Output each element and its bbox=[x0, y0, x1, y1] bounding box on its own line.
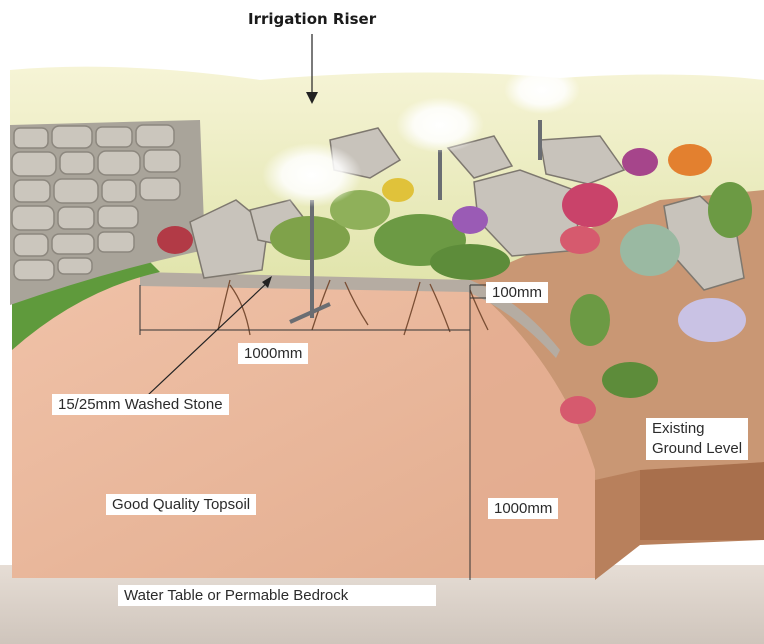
existing-ground-line1: Existing bbox=[652, 419, 742, 439]
washed-stone-label: 15/25mm Washed Stone bbox=[52, 394, 229, 415]
topsoil-label: Good Quality Topsoil bbox=[106, 494, 256, 515]
spray-plume bbox=[262, 143, 362, 207]
existing-ground-label: Existing Ground Level bbox=[646, 418, 748, 460]
water-table-label: Water Table or Permable Bedrock bbox=[118, 585, 436, 606]
depth-1000mm-label: 1000mm bbox=[488, 498, 558, 519]
existing-ground-line2: Ground Level bbox=[652, 439, 742, 459]
depth-top-label: 100mm bbox=[486, 282, 548, 303]
irrigation-riser-label: Irrigation Riser bbox=[248, 10, 376, 28]
width-1000mm-label: 1000mm bbox=[238, 343, 308, 364]
